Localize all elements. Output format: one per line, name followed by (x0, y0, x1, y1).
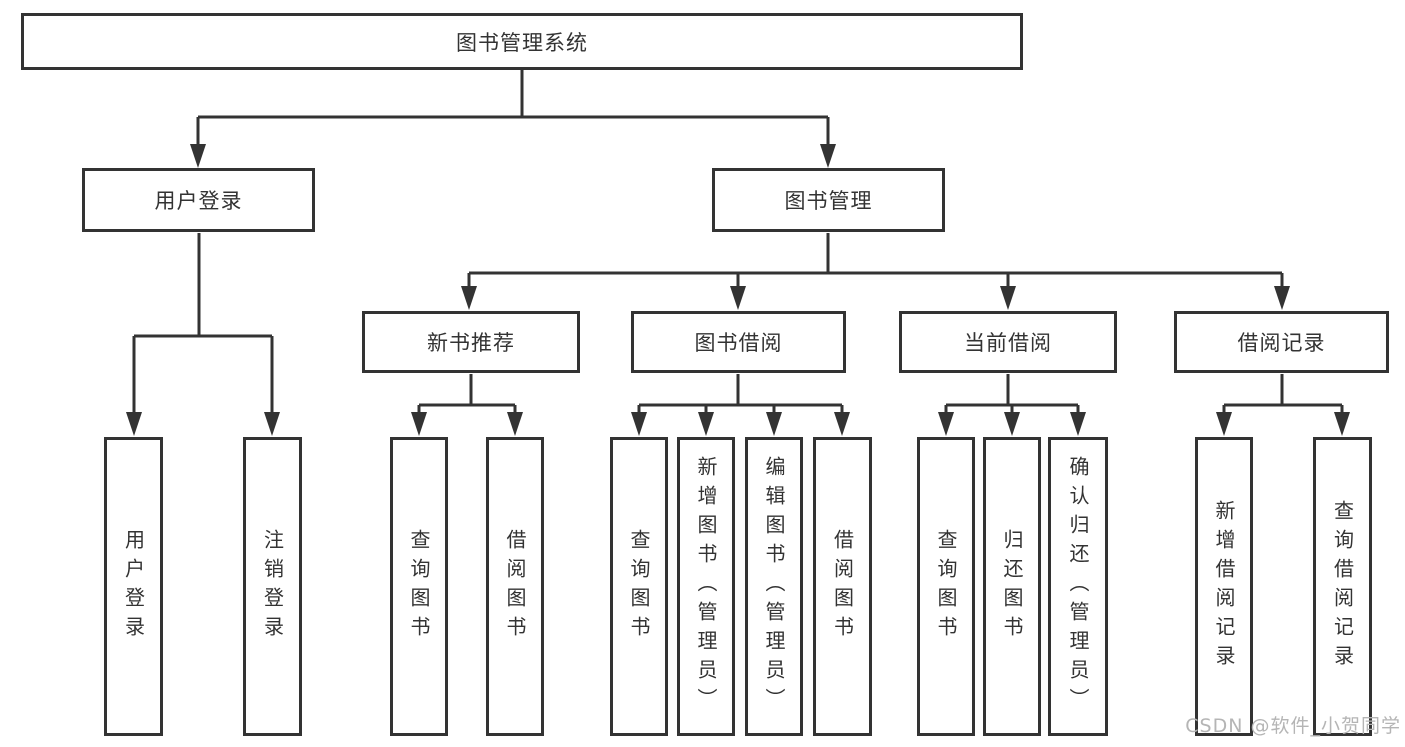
arrowhead (1216, 412, 1232, 436)
leaf-logout: 注销登录 (243, 437, 302, 736)
node-label: 图书借阅 (694, 331, 783, 355)
arrowhead (461, 286, 477, 310)
leaf-label: 新增图书（管理员） (694, 456, 718, 717)
leaf-add-books-admin: 新增图书（管理员） (677, 437, 735, 736)
leaf-add-borrow-record: 新增借阅记录 (1195, 437, 1253, 736)
arrowhead (698, 412, 714, 436)
leaf-borrow-query-books: 查询图书 (610, 437, 668, 736)
arrowhead (1274, 286, 1290, 310)
leaf-label: 归还图书 (1000, 528, 1024, 645)
arrowheads (126, 144, 1350, 436)
arrowhead (264, 412, 280, 436)
leaf-current-query-books: 查询图书 (917, 437, 975, 736)
node-borrowing-records: 借阅记录 (1174, 311, 1389, 373)
node-library-management-system: 图书管理系统 (21, 13, 1023, 70)
node-label: 图书管理系统 (456, 30, 588, 55)
csdn-watermark: CSDN @软件_小贺同学 (1185, 715, 1401, 737)
arrowhead (411, 412, 427, 436)
node-label: 图书管理 (784, 189, 873, 213)
arrowhead (820, 144, 836, 168)
node-user-login: 用户登录 (82, 168, 315, 232)
node-label: 新书推荐 (427, 331, 515, 355)
leaf-label: 编辑图书（管理员） (762, 456, 786, 717)
leaf-label: 查询图书 (934, 528, 958, 645)
leaf-newbooks-borrow-books: 借阅图书 (486, 437, 544, 736)
leaf-label: 用户登录 (121, 528, 146, 645)
node-label: 用户登录 (154, 189, 243, 213)
leaf-query-borrow-record: 查询借阅记录 (1313, 437, 1372, 736)
arrowhead (126, 412, 142, 436)
node-book-borrowing: 图书借阅 (631, 311, 846, 373)
leaf-label: 查询图书 (627, 528, 651, 645)
leaf-label: 注销登录 (260, 528, 285, 645)
arrowhead (938, 412, 954, 436)
arrowhead (834, 412, 850, 436)
leaf-label: 新增借阅记录 (1212, 499, 1236, 674)
arrowhead (766, 412, 782, 436)
arrowhead (190, 144, 206, 168)
arrowhead (1000, 286, 1016, 310)
node-new-book-recommend: 新书推荐 (362, 311, 580, 373)
arrowhead (507, 412, 523, 436)
arrowhead (631, 412, 647, 436)
leaf-edit-books-admin: 编辑图书（管理员） (745, 437, 803, 736)
leaf-label: 查询图书 (407, 528, 431, 645)
leaf-user-login: 用户登录 (104, 437, 163, 736)
arrowhead (1070, 412, 1086, 436)
leaf-label: 查询借阅记录 (1330, 499, 1355, 674)
arrowhead (1334, 412, 1350, 436)
arrowhead (730, 286, 746, 310)
node-current-borrowing: 当前借阅 (899, 311, 1117, 373)
leaf-label: 借阅图书 (503, 528, 527, 645)
leaf-newbooks-query-books: 查询图书 (390, 437, 448, 736)
leaf-return-books: 归还图书 (983, 437, 1041, 736)
leaf-borrow-books: 借阅图书 (813, 437, 872, 736)
leaf-confirm-return-admin: 确认归还（管理员） (1048, 437, 1108, 736)
node-label: 当前借阅 (964, 331, 1052, 355)
node-label: 借阅记录 (1237, 331, 1326, 355)
leaf-label: 借阅图书 (830, 528, 855, 645)
arrowhead (1004, 412, 1020, 436)
node-book-management: 图书管理 (712, 168, 945, 232)
leaf-label: 确认归还（管理员） (1066, 456, 1090, 717)
